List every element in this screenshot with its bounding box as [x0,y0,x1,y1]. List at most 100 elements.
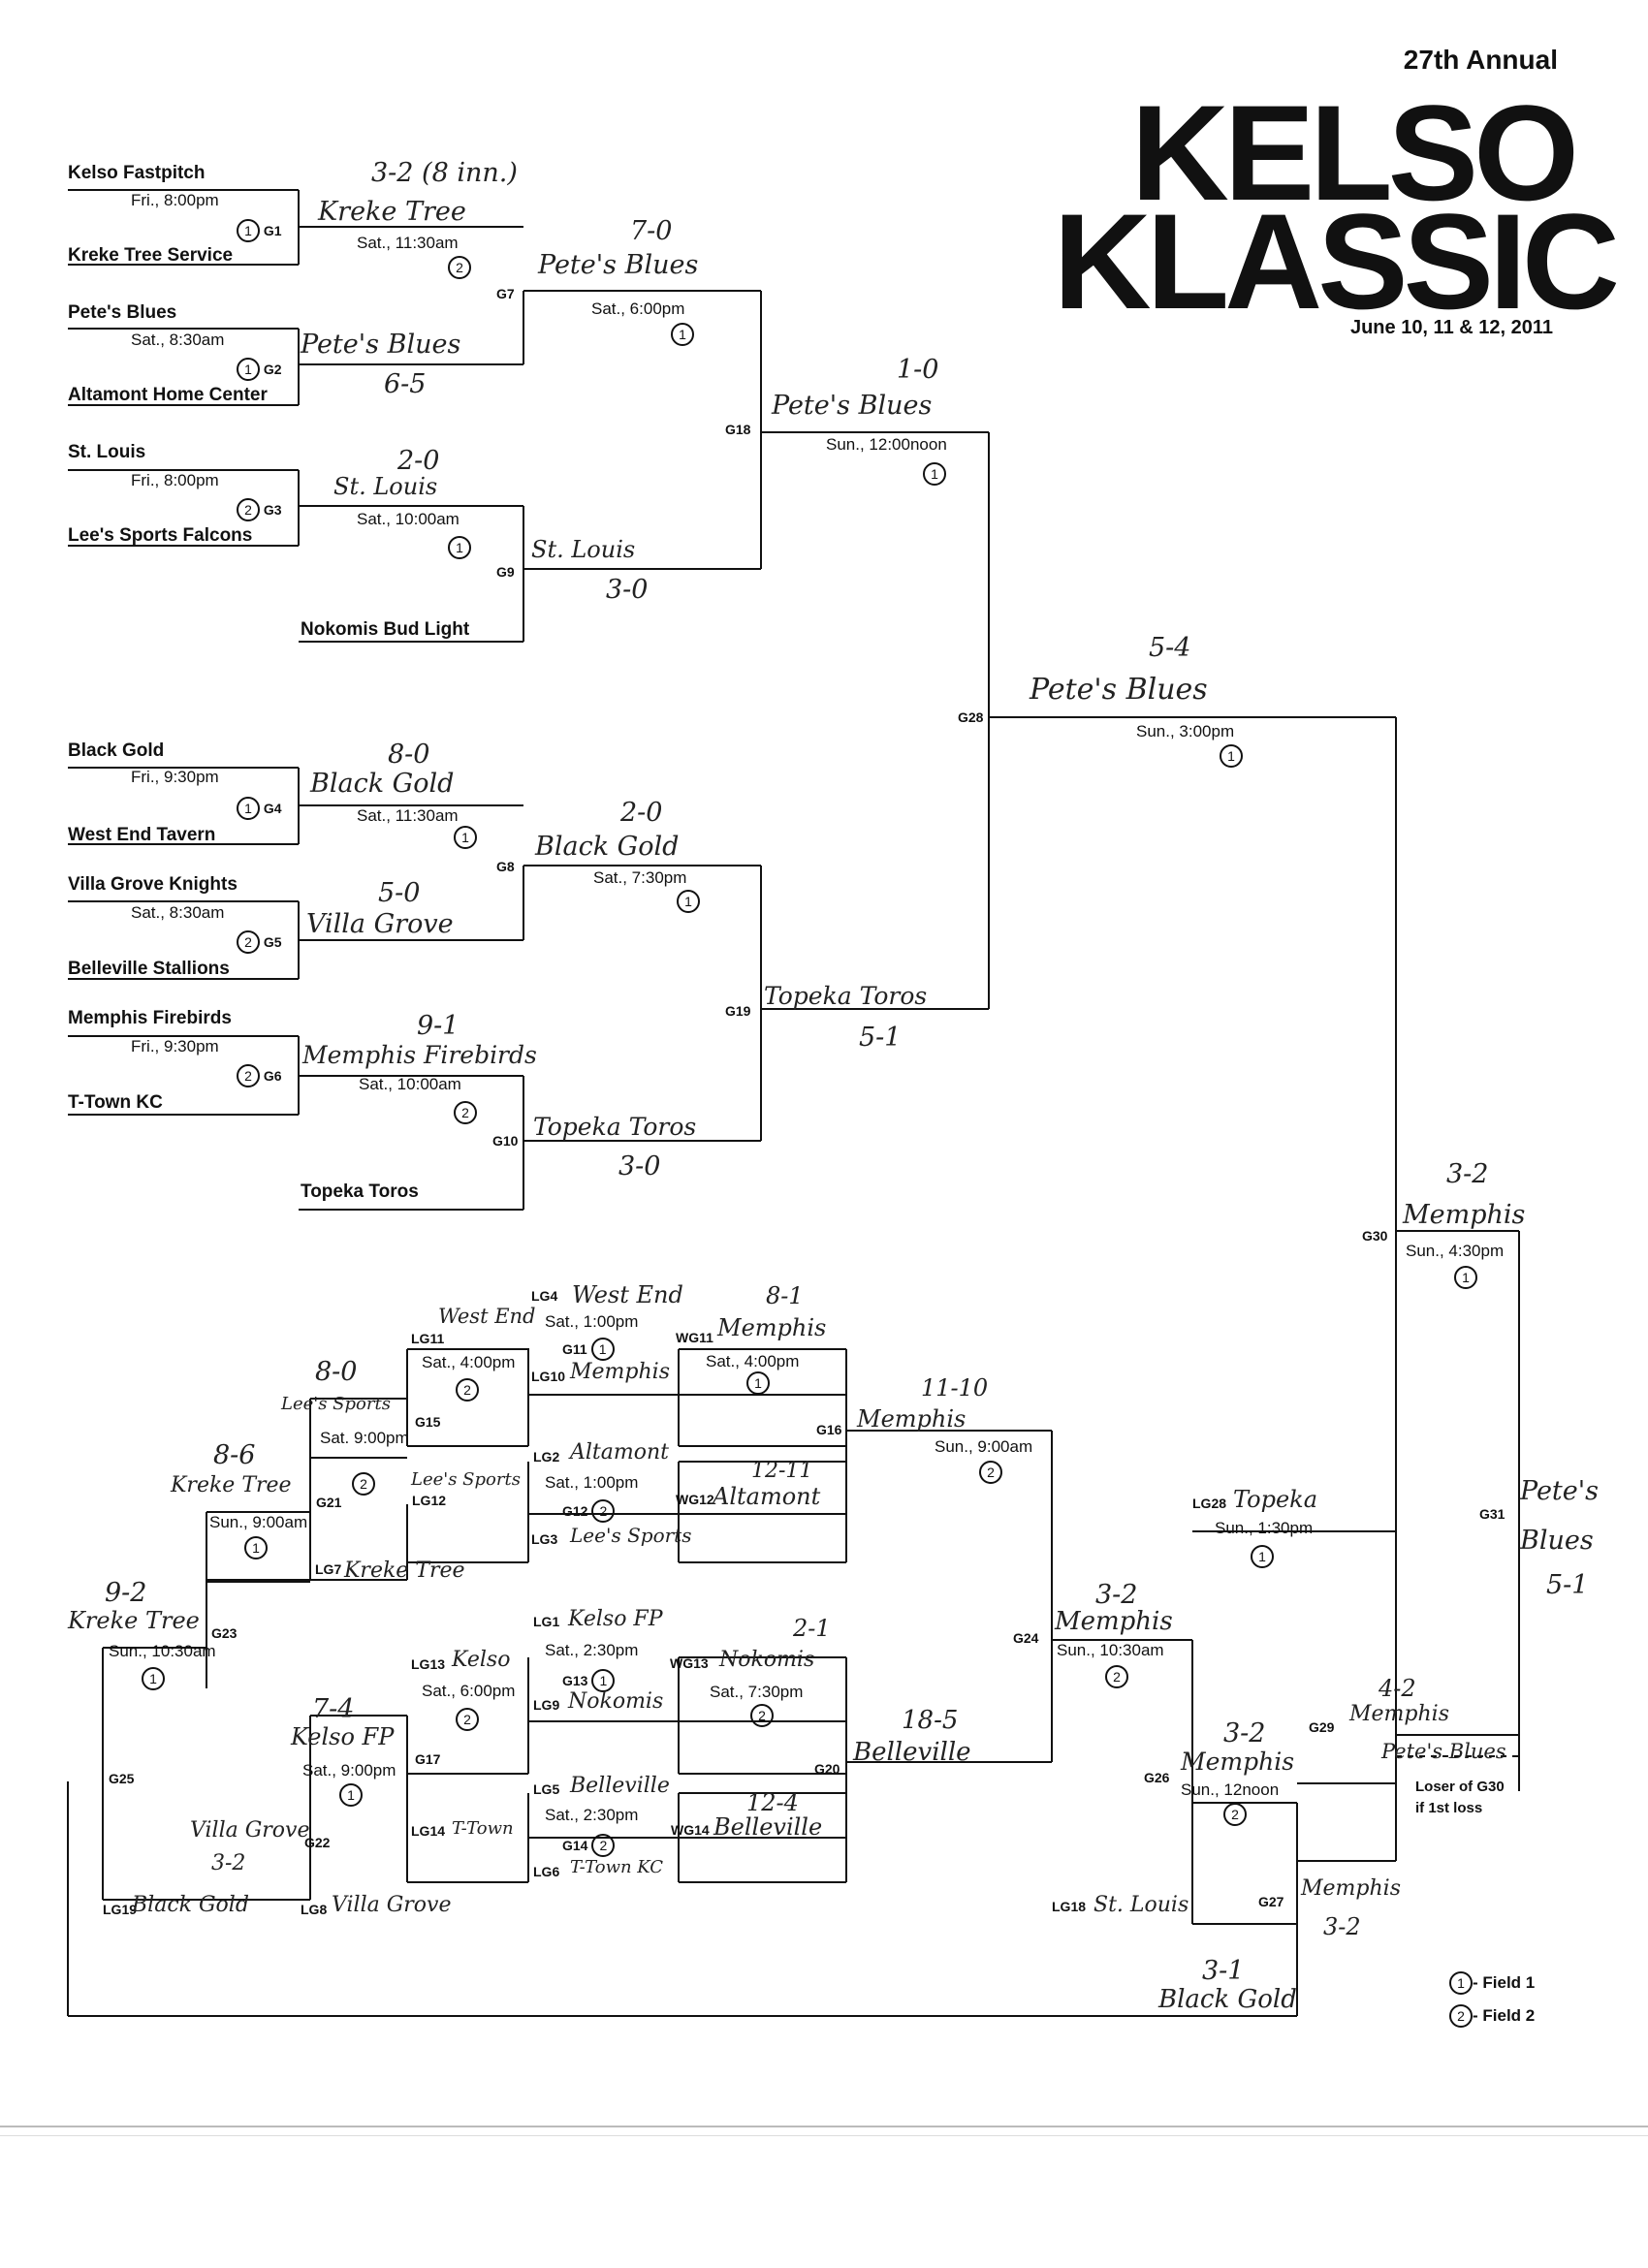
team-westend: West End Tavern [68,825,216,845]
bracket-line [68,432,1396,1211]
hw-g18-winner: Pete's Blues [772,391,933,421]
field-2-icon: 2 [448,256,471,279]
hw-g2-winner: Pete's Blues [301,330,461,360]
slot-lg10: LG10 [531,1369,566,1384]
hw-g7-score: 7-0 [630,216,673,246]
bracket-line [68,290,761,406]
hw-lg6: T-Town KC [570,1857,664,1877]
hw-lg3: Lee's Sports [570,1524,692,1547]
bracket-line [309,1423,408,1581]
slot-lg28: LG28 [1192,1496,1227,1511]
hw-g15-score: 8-0 [315,1357,358,1387]
hw-lg1: Kelso FP [568,1607,663,1631]
slot-lg3: LG3 [531,1531,558,1547]
team-nokomis: Nokomis Bud Light [301,619,470,640]
hw-g8-winner: Black Gold [535,832,680,862]
scan-bottom-line [0,2135,1648,2136]
game-g5: 2 G5 [237,930,282,954]
hw-lg28: Topeka [1233,1486,1318,1513]
field-2-icon: 2 [237,498,260,521]
field-2-icon: 2 [352,1472,375,1496]
time-g30: Sun., 3:00pm [1136,722,1235,740]
game-g9: G9 [496,564,515,580]
slot-lg6: LG6 [533,1864,560,1879]
time-g31: Sun., 4:30pm [1406,1242,1505,1260]
game-g12: G12 2 [562,1499,616,1523]
hw-g9-score: 3-0 [606,575,649,605]
field-2-icon: 2 [1105,1665,1128,1688]
field-1-icon: 1 [591,1669,616,1692]
header-title-klassic: KLASSIC [1053,185,1620,337]
team-memphis: Memphis Firebirds [68,1008,232,1028]
field-1-icon: 1 [454,826,477,849]
game-g17: G17 [415,1751,441,1767]
bracket-line [67,1648,1298,2017]
hw-g23-score: 9-2 [105,1578,147,1608]
time-g2: Sat., 8:30am [131,331,225,349]
field-2-icon: 2 [237,930,260,954]
time-g13: Sat., 2:30pm [545,1641,639,1659]
time-wg13: Sat., 7:30pm [710,1683,804,1701]
hw-g5-winner: Villa Grove [306,909,454,939]
time-g21: Sat. 9:00pm [320,1429,409,1447]
field-1-icon: 1 [923,462,946,486]
time-g19: Sat., 7:30pm [593,868,687,887]
field-1-icon: 1 [237,358,260,381]
time-g12: Sat., 1:00pm [545,1473,639,1492]
field-2-icon: 2 [237,1064,260,1087]
hw-g17-score: 7-4 [312,1694,355,1724]
hw-lg19: Black Gold [132,1893,249,1917]
game-g13-id: G13 [562,1673,588,1688]
hw-lg2: Altamont [570,1440,669,1465]
hw-lg13: Kelso [452,1648,511,1672]
time-g29: Sun., 1:30pm [1215,1519,1314,1537]
game-wg13: WG13 [670,1655,709,1671]
hw-g29-score: 4-2 [1379,1675,1416,1702]
hw-wg14-score: 12-4 [746,1789,799,1816]
hw-g28-score: 5-4 [1149,633,1191,663]
hw-g26-score: 3-2 [1223,1718,1266,1748]
game-g19: G19 [725,1003,751,1019]
team-belleville: Belleville Stallions [68,959,230,979]
hw-g21-score: 8-6 [213,1440,256,1470]
slot-lg1: LG1 [533,1614,560,1629]
hw-g22-winner: Villa Grove [190,1818,310,1843]
field-1-icon: 1 [237,797,260,820]
game-g28: G28 [958,709,984,725]
hw-lg10: Memphis [570,1360,670,1384]
hw-g20-winner: Belleville [853,1738,971,1767]
time-g26: Sun., 12noon [1181,1780,1280,1799]
game-g4: 1 G4 [237,797,282,820]
game-g8: G8 [496,859,515,874]
hw-g1-winner: Kreke Tree [318,197,466,227]
hw-g22-score: 3-2 [211,1851,246,1875]
hw-g31-winner-1: Pete's [1520,1476,1600,1506]
time-g5: Sat., 8:30am [131,903,225,922]
slot-lg11: LG11 [411,1331,445,1346]
bracket-line [206,1531,310,1583]
hw-g1-score: 3-2 (8 inn.) [371,158,518,188]
time-g1: Fri., 8:00pm [131,191,219,209]
hw-g19-winner: Topeka Toros [764,982,928,1010]
game-g15: G15 [415,1414,441,1430]
time-g10: Sat., 10:00am [359,1075,461,1093]
slot-lg18: LG18 [1052,1899,1087,1914]
slot-lg13: LG13 [411,1656,446,1672]
field-1-icon: 1 [244,1536,268,1559]
time-g7: Sat., 11:30am [357,234,459,252]
hw-g3-winner: St. Louis [333,473,438,500]
team-kreke: Kreke Tree Service [68,245,234,266]
game-g12-id: G12 [562,1503,588,1519]
team-lees: Lee's Sports Falcons [68,525,253,546]
field-1-icon: 1 [142,1667,165,1690]
field-2-icon: 2 [456,1708,479,1731]
bracket-line [1297,1735,1397,1784]
team-petes: Pete's Blues [68,302,177,323]
bracket-line [1396,1250,1520,1757]
time-g28: Sun., 12:00noon [826,435,947,454]
game-g5-id: G5 [263,934,282,950]
time-g24: Sun., 10:30am [1057,1641,1164,1659]
header-annual: 27th Annual [1403,45,1558,75]
game-g6-id: G6 [263,1068,282,1084]
game-g10: G10 [492,1133,519,1149]
